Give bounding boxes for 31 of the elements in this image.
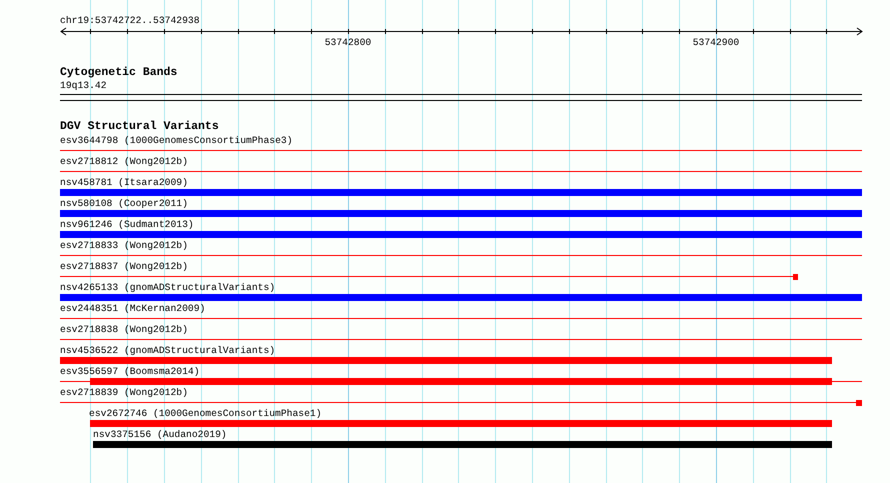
variant-label: nsv458781 (Itsara2009) (60, 177, 188, 188)
variant-feature (60, 282, 862, 303)
variant-feature (60, 387, 862, 408)
variant-label: esv3556597 (Boomsma2014) (60, 366, 200, 377)
variant-feature (60, 198, 862, 219)
tick-label: 53742900 (692, 37, 740, 48)
variant-label: esv3644798 (1000GenomesConsortiumPhase3) (60, 135, 293, 146)
variant-label: nsv4265133 (gnomADStructuralVariants) (60, 282, 276, 293)
variant-feature (60, 219, 862, 240)
variant-label: esv2672746 (1000GenomesConsortiumPhase1) (89, 408, 322, 419)
variant-label: nsv580108 (Cooper2011) (60, 198, 188, 209)
variant-label: esv2718839 (Wong2012b) (60, 387, 188, 398)
cytoband-feature (60, 80, 862, 101)
variant-feature (93, 429, 832, 450)
variant-feature (89, 408, 832, 429)
location-label: chr19:53742722..53742938 (60, 15, 200, 26)
variant-label: esv2448351 (McKernan2009) (60, 303, 206, 314)
variant-label: esv2718833 (Wong2012b) (60, 240, 188, 251)
variant-feature (60, 177, 862, 198)
variant-label: esv2718837 (Wong2012b) (60, 261, 188, 272)
variant-feature (60, 345, 832, 366)
variant-feature (60, 366, 862, 387)
variant-feature (60, 261, 798, 282)
tick-label: 53742800 (324, 37, 372, 48)
variant-label: nsv4536522 (gnomADStructuralVariants) (60, 345, 276, 356)
variant-label: nsv961246 (Sudmant2013) (60, 219, 194, 230)
track-title: DGV Structural Variants (60, 121, 219, 132)
band-label: 19q13.42 (60, 80, 107, 91)
variant-label: nsv3375156 (Audano2019) (93, 429, 227, 440)
variant-label: esv2718812 (Wong2012b) (60, 156, 188, 167)
variant-label: esv2718838 (Wong2012b) (60, 324, 188, 335)
